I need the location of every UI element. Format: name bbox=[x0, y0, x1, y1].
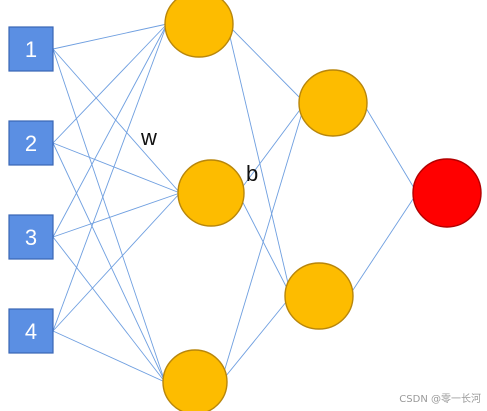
edge-hidden1-1-to-hidden2-1 bbox=[226, 23, 306, 104]
edge-input-2-to-hidden1-1 bbox=[52, 23, 168, 144]
input-node-3: 3 bbox=[8, 214, 54, 260]
edge-input-4-to-hidden1-3 bbox=[52, 330, 166, 383]
input-node-label: 1 bbox=[25, 37, 37, 62]
hidden1-node-2 bbox=[177, 159, 245, 227]
edge-input-1-to-hidden1-2 bbox=[52, 48, 181, 194]
input-node-label: 4 bbox=[25, 319, 37, 344]
output-node-1 bbox=[412, 158, 482, 228]
input-node-label: 2 bbox=[25, 131, 37, 156]
weight-label: w bbox=[140, 125, 157, 150]
edge-hidden2-2-to-output-1 bbox=[348, 192, 418, 297]
edge-hidden1-3-to-hidden2-2 bbox=[220, 295, 292, 383]
edge-input-3-to-hidden1-3 bbox=[52, 236, 166, 383]
input-square bbox=[8, 308, 54, 354]
edge-input-4-to-hidden1-2 bbox=[52, 192, 181, 332]
edge-input-3-to-hidden1-1 bbox=[52, 23, 168, 238]
input-node-2: 2 bbox=[8, 120, 54, 166]
edge-hidden1-2-to-hidden2-1 bbox=[237, 102, 306, 194]
input-square bbox=[8, 120, 54, 166]
input-node-label: 3 bbox=[25, 225, 37, 250]
hidden2-node-2 bbox=[284, 262, 354, 330]
input-square bbox=[8, 26, 54, 72]
edge-hidden1-3-to-hidden2-1 bbox=[220, 102, 306, 383]
edge-input-3-to-hidden1-2 bbox=[52, 192, 181, 238]
input-node-1: 1 bbox=[8, 26, 54, 72]
input-square bbox=[8, 214, 54, 260]
bias-label: b bbox=[246, 161, 258, 186]
edge-hidden1-1-to-hidden2-2 bbox=[226, 23, 292, 297]
edge-hidden2-1-to-output-1 bbox=[362, 102, 418, 194]
connections-layer bbox=[52, 23, 418, 383]
edge-input-4-to-hidden1-1 bbox=[52, 23, 168, 332]
edge-input-1-to-hidden1-3 bbox=[52, 48, 166, 383]
watermark: CSDN @零一长河 bbox=[399, 394, 481, 405]
edge-input-1-to-hidden1-1 bbox=[52, 23, 168, 50]
edge-input-2-to-hidden1-2 bbox=[52, 142, 181, 194]
hidden2-node-1 bbox=[298, 69, 368, 137]
nodes-layer: 1 2 3 4 bbox=[8, 0, 482, 411]
edge-hidden1-2-to-hidden2-2 bbox=[237, 192, 292, 297]
hidden1-node-1 bbox=[164, 0, 234, 58]
input-node-4: 4 bbox=[8, 308, 54, 354]
hidden1-node-3 bbox=[162, 349, 228, 411]
edge-input-2-to-hidden1-3 bbox=[52, 142, 166, 383]
